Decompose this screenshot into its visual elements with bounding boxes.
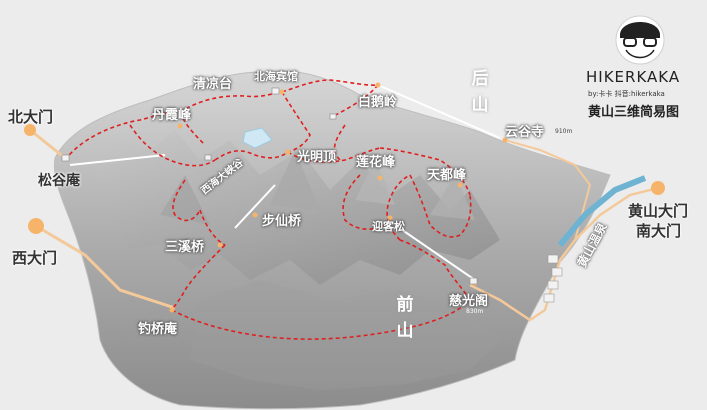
peak-lianhua: [355, 160, 395, 205]
peak-tiandu: [430, 175, 475, 220]
yungu-marker: [502, 137, 508, 143]
tianhai-lake: [242, 127, 273, 149]
south-gate-marker: [651, 181, 665, 195]
label-qingliang-tai: 清凉台: [193, 77, 233, 92]
hot-spring-river: [557, 175, 647, 247]
label-buxian-bridge: 步仙桥: [262, 214, 302, 229]
hiker-avatar-icon: [615, 15, 665, 65]
label-yingke-pine: 迎客松: [372, 220, 405, 233]
small-buildings: [61, 87, 478, 285]
label-songgu-an: 松谷庵: [38, 173, 80, 189]
label-ciguang-elevation: 830m: [466, 308, 484, 315]
label-yungu-elevation: 910m: [555, 128, 573, 135]
label-north-gate: 北大门: [8, 108, 54, 126]
label-diaoqiao-an: 钓桥庵: [138, 322, 178, 337]
cable-xihai: [234, 184, 276, 229]
north-gate-marker: [24, 124, 36, 136]
label-yungu-temple: 云谷寺: [505, 125, 545, 140]
region-front-mountain: 前山: [395, 292, 415, 344]
brand-handle: by:卡卡 抖音:hikerkaka: [588, 90, 665, 98]
label-sanxi-bridge: 三溪桥: [165, 240, 205, 255]
road-yungu: [504, 139, 592, 241]
region-front-mountain-text: 前山: [396, 295, 414, 341]
label-guangming-ding: 光明顶: [297, 150, 337, 165]
region-back-mountain-text: 后山: [471, 69, 489, 115]
front-slope: [190, 280, 500, 390]
road-south: [469, 186, 659, 322]
label-baie-ling: 白鹅岭: [358, 95, 398, 110]
hot-spring-buildings: [543, 254, 563, 303]
cable-songgu: [69, 154, 166, 166]
peak-central: [270, 150, 320, 210]
label-tiandu-peak: 天都峰: [427, 168, 467, 183]
diaoqiao-marker: [169, 307, 175, 313]
scenic-point-markers: [177, 82, 463, 248]
label-danxia-peak: 丹霞峰: [152, 108, 192, 123]
label-beihai-hotel: 北海宾馆: [254, 70, 298, 83]
cable-ciguang: [394, 224, 476, 281]
brand-name: HIKERKAKA: [586, 68, 681, 86]
peak-west: [160, 175, 210, 225]
cable-yungu: [377, 84, 501, 139]
label-south-gate-1: 黄山大门: [628, 202, 689, 220]
map-title: 黄山三维简易图: [588, 105, 680, 120]
road-west-gate: [35, 224, 176, 310]
label-lianhua-peak: 莲花峰: [356, 155, 396, 170]
label-ciguang-ge: 慈光阁: [449, 294, 489, 309]
region-back-mountain: 后山: [470, 66, 490, 118]
west-gate-marker: [28, 218, 44, 234]
label-south-gate-2: 南大门: [636, 222, 682, 240]
label-west-gate: 西大门: [12, 249, 58, 267]
hiking-trails: [64, 79, 472, 340]
road-north-gate: [29, 128, 66, 160]
